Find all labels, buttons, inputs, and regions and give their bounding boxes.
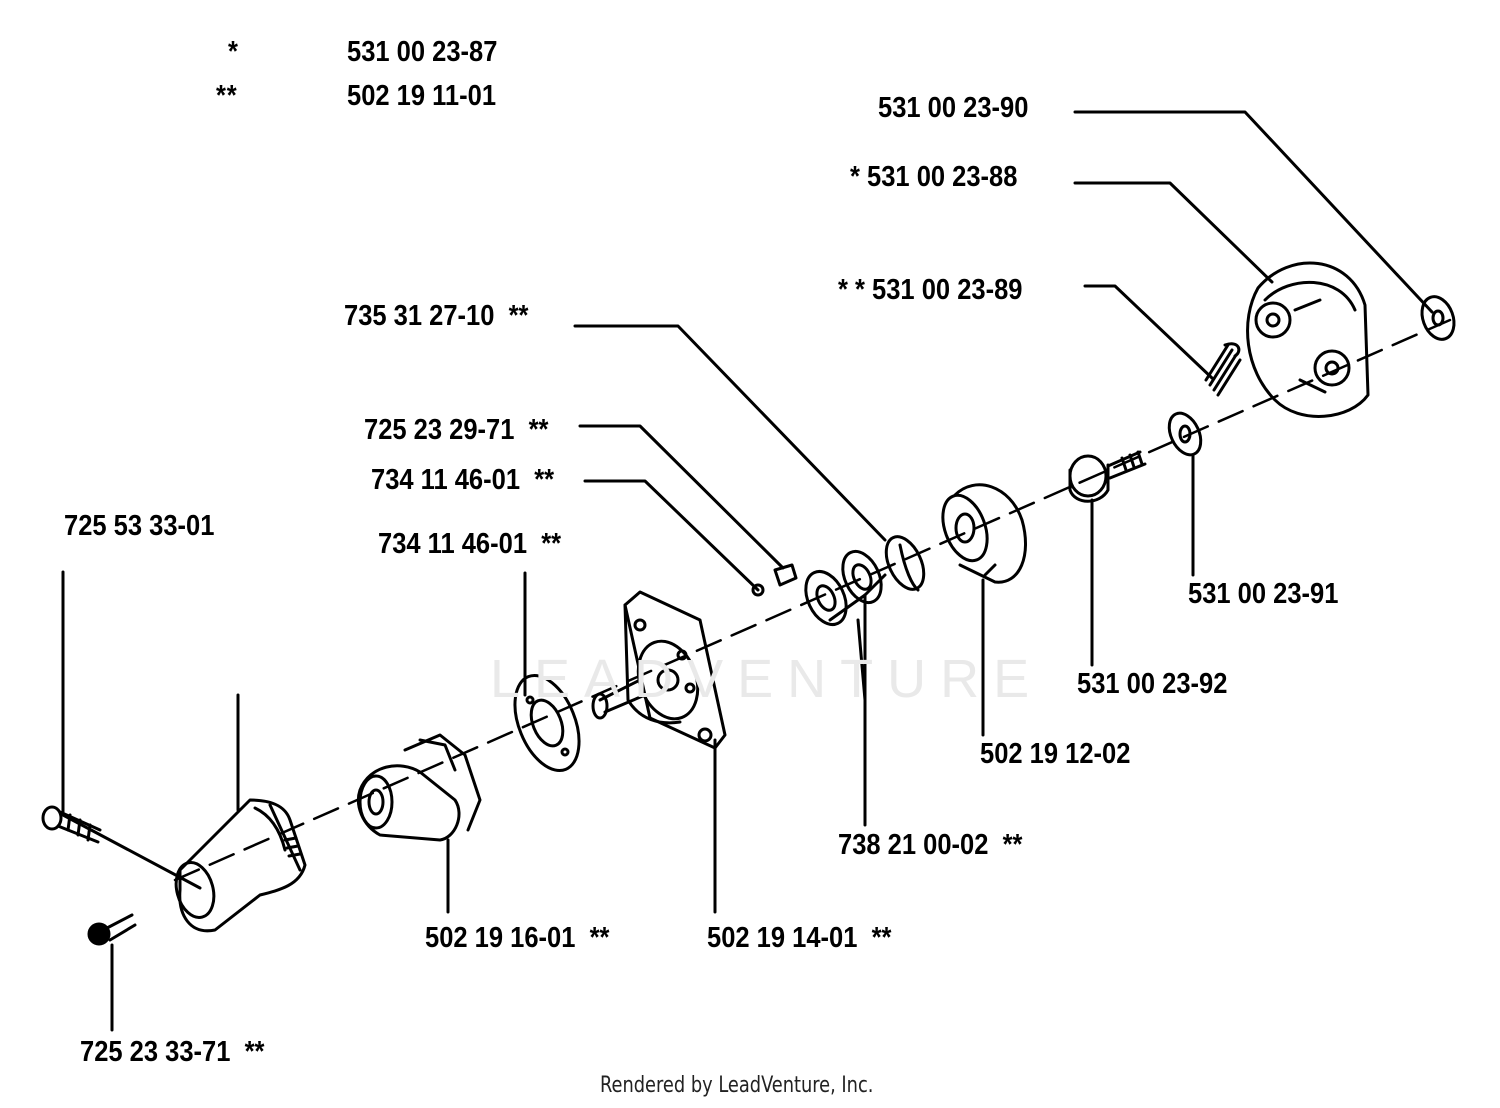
- legend-mark-1: *: [228, 36, 239, 68]
- legend-part-1: 531 00 23-87: [347, 36, 498, 68]
- gasket: [513, 673, 581, 773]
- callout-531-00-23-92: 531 00 23-92: [1077, 668, 1228, 700]
- watermark: LEADVENTURE: [490, 649, 1044, 709]
- bearing-1: [841, 549, 883, 605]
- washer-far-right: [1420, 295, 1456, 341]
- gear-housing: [591, 590, 727, 750]
- callout-531-00-23-90: 531 00 23-90: [878, 92, 1029, 124]
- callout-734-11-46-01-a: 734 11 46-01 **: [371, 464, 555, 496]
- clamp-screw-lower: [87, 913, 137, 946]
- clutch-spring: [1204, 342, 1242, 397]
- callout-502-19-16-01: 502 19 16-01 **: [425, 922, 610, 954]
- callout-531-00-23-91: 531 00 23-91: [1188, 578, 1339, 610]
- small-plug: [773, 563, 798, 587]
- clutch-shoe-assembly: [1246, 261, 1370, 418]
- shoulder-bolt: [1068, 450, 1147, 503]
- callout-725-53-33-01: 725 53 33-01: [64, 510, 215, 542]
- callout-502-19-12-02: 502 19 12-02: [980, 738, 1131, 770]
- small-ball: [751, 583, 765, 597]
- washer-531-00-23-91: [1167, 411, 1203, 457]
- callout-735-31-27-10: 735 31 27-10 **: [344, 300, 529, 332]
- legend-part-2: 502 19 11-01: [347, 80, 497, 112]
- callout-502-19-14-01: 502 19 14-01 **: [707, 922, 892, 954]
- clamp-screw-upper: [41, 805, 102, 844]
- callout-531-00-23-89: * * 531 00 23-89: [838, 274, 1023, 306]
- legend-mark-2: **: [216, 80, 238, 112]
- bearing-housing: [356, 733, 482, 842]
- bearing-2: [804, 570, 848, 626]
- callout-738-21-00-02: 738 21 00-02 **: [838, 829, 1023, 861]
- callout-725-23-29-71: 725 23 29-71 **: [364, 414, 549, 446]
- callout-725-23-33-71: 725 23 33-71 **: [80, 1036, 265, 1068]
- snap-ring: [884, 535, 926, 592]
- clamp-tube: [174, 798, 307, 933]
- leader-lines: [61, 110, 1434, 1032]
- callout-734-11-46-01-b: 734 11 46-01 **: [378, 528, 562, 560]
- callout-531-00-23-88: * 531 00 23-88: [850, 161, 1018, 193]
- clutch-drum: [941, 483, 1027, 584]
- footer-credit: Rendered by LeadVenture, Inc.: [600, 1073, 874, 1098]
